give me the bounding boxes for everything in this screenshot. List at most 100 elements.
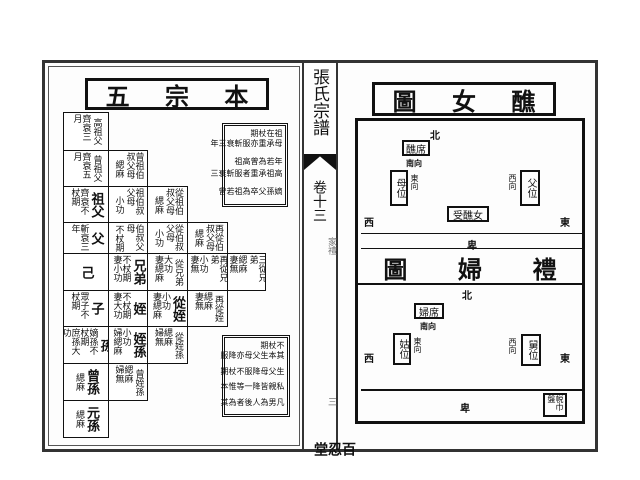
west-label: 西 [364,354,374,365]
diagram-frame [355,118,585,424]
mourning-term: 齊衰不杖期 [69,188,89,215]
section-label: 家禮 [326,237,336,255]
page-number: 三 [326,397,336,406]
mourning-term: 齊衰三月 [71,114,91,141]
note-line: 祖在杖期 [250,129,283,137]
relation-label: 從姪孫 [173,331,183,359]
mourning-term: 緦麻 妻無 [227,255,247,273]
relation-label: 孫 [97,338,109,352]
relation-label: 元孫 [84,406,99,432]
grid-cell: 再從姪緦麻 妻無 [187,290,228,327]
title-char: 婦 [457,255,482,284]
relation-label: 高祖父 [91,118,102,145]
title-char: 五 [105,81,130,111]
mourning-term: 緦麻 [74,410,84,428]
relation-label: 曾姪孫 [133,368,144,396]
relation-label: 從姪 [170,295,185,322]
grid-cell: 元孫緦麻 [63,400,109,438]
mourning-term: 小功 [113,195,124,214]
east-label: 東 [560,218,570,229]
father-seat-box: 父位 [520,170,540,206]
relation-label: 從兄弟 [173,258,183,286]
east-label: 東 [560,354,570,365]
grid-cell: 伯叔父母不杖期 [108,222,148,254]
relation-label: 再從姪 [213,295,223,322]
title-char: 女 [451,86,476,116]
mourning-term: 小功 妻無 [188,255,208,273]
mourning-term: 緦麻 [193,229,203,247]
spine: 張氏宗譜 卷十三 家禮 三 百忍堂 [302,62,356,456]
note-top: 嫡孫父卒為祖若曾高祖承重者服斬衰三年若為曾高祖母承重亦服斬衰三年祖在杖期 [210,123,288,207]
top-title: 圖 女 醮 [372,82,556,116]
note-bottom: 凡男為人後者為其私親皆降一等惟本生父母降服不杖期其本生父母亦降服不杖期 [220,335,290,417]
grid-cell: 從姪孫緦麻 婦無 [147,326,188,364]
relation-label: 從伯叔父母 [164,224,183,251]
seat-box: 醮席 [402,140,430,156]
father-seat-box: 舅位 [521,334,541,366]
note-line: 高祖承重者服斬衰三 [210,169,283,178]
grid-cell: 姪不杖期 妻大功 [108,290,148,327]
west-facing-label: 西向 [508,338,517,354]
note-line: 凡男為人後者為其 [220,397,285,406]
book-title: 張氏宗譜 [309,68,329,136]
grid-cell: 曾姪孫緦麻 婦無 [108,363,148,401]
grid-cell: 從伯叔父母小功 [147,222,188,254]
relation-label: 再從伯叔父母 [204,224,223,251]
mourning-term: 不杖期 妻大功 [111,292,131,319]
grid-cell: 祖父齊衰不杖期 [63,186,109,223]
mourning-term: 緦麻 [153,195,163,214]
daughter-box: 受醮女 [447,206,489,222]
title-char: 禮 [532,255,557,284]
relation-label: 父 [88,231,104,245]
grid-cell: 高祖父齊衰三月 [63,112,109,151]
lower-band: 卑 [361,233,583,252]
relation-label: 姪孫 [130,332,146,358]
relation-label: 三從兄弟 [247,255,266,282]
mourning-term: 小功 妻緦麻 [151,292,170,319]
title-char: 醮 [511,86,536,116]
note-line: 私親皆降一等惟本 [220,382,285,390]
relation-label: 曾祖父 [91,155,102,182]
lower-label: 卑 [467,241,477,252]
mourning-term: 緦麻 [74,373,84,391]
grid-cell: 父斬衰三年 [63,222,109,254]
mourning-term: 小功 婦緦麻 [111,328,131,355]
grid-cell: 孫嫡孫不杖期 庶孫大功 [63,326,109,364]
relation-label: 伯叔父母 [124,224,144,251]
mother-seat-box: 姑位 [393,333,411,365]
east-facing-label: 東向 [410,174,419,190]
grid-cell: 祖伯叔父母小功 [108,186,148,223]
east-facing-label: 東向 [413,337,422,353]
mourning-term: 緦麻 [113,159,124,178]
relation-label: 再從兄弟 [208,255,228,282]
mourning-term: 小功 [153,229,163,247]
grid-cell: 曾祖父齊衰五月 [63,150,109,187]
south-facing-label: 南向 [406,158,422,168]
south-facing-label: 南向 [420,321,436,331]
relation-label: 姪 [130,302,146,315]
grid-cell: 再從伯叔父母緦麻 [187,222,228,254]
note-line: 不杖期 [260,341,285,349]
note-line: 年若為曾高祖 [234,156,283,165]
left-page [48,66,300,446]
grid-cell: 三從兄弟緦麻 妻無 [227,253,266,291]
grid-cell: 從祖伯叔父母緦麻 [147,186,188,223]
west-label: 西 [364,218,374,229]
relation-label: 曾祖伯叔父母 [124,152,144,179]
bottom-title: 圖 婦 禮 [358,252,582,285]
grid-cell: 再從兄弟小功 妻無 [187,253,228,291]
note-line: 其本生父母亦降服 [220,351,285,359]
relation-label: 己 [78,265,94,279]
west-facing-label: 西向 [508,174,517,190]
mourning-term: 緦麻 妻無 [193,292,212,310]
lower-label: 卑 [460,404,470,415]
grid-cell: 子眾子不杖期 [63,290,109,327]
fishtail-mark [304,154,336,170]
mourning-term: 緦麻 婦無 [113,365,133,383]
relation-label: 祖父 [88,191,104,218]
mourning-term: 緦麻 婦無 [153,328,172,346]
divider [361,389,583,391]
title-char: 本 [224,81,249,111]
seat-box: 婦席 [414,303,444,319]
grid-cell: 己 [63,253,109,291]
